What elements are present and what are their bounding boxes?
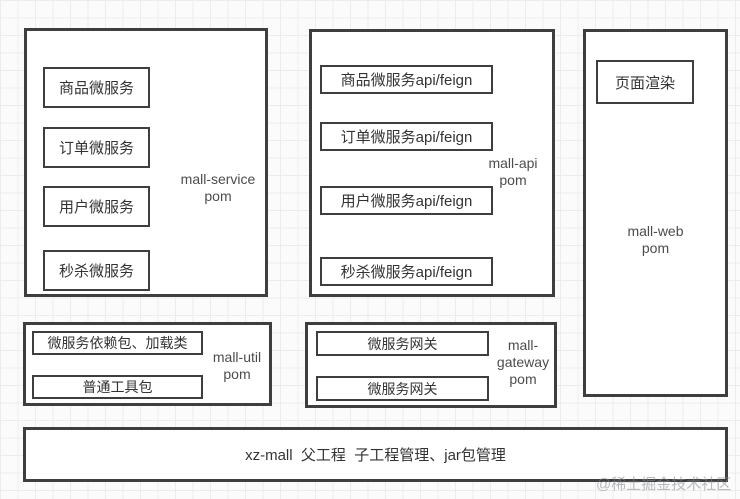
- node-page-render: 页面渲染: [596, 60, 694, 104]
- group-mall-api: 商品微服务api/feign 订单微服务api/feign 用户微服务api/f…: [309, 29, 555, 297]
- label-mall-api-pom: mall-api pom: [488, 155, 538, 188]
- node-user-api-feign: 用户微服务api/feign: [320, 186, 493, 215]
- node-common-util-package: 普通工具包: [32, 375, 203, 399]
- parent-project-text: xz-mall 父工程 子工程管理、jar包管理: [245, 447, 506, 464]
- group-mall-service: 商品微服务 订单微服务 用户微服务 秒杀微服务 mall-service pom: [24, 28, 268, 297]
- node-product-service: 商品微服务: [43, 67, 150, 108]
- label-mall-gateway-pom: mall- gateway pom: [496, 337, 550, 387]
- watermark-juejin-community: @稀土掘金技术社区: [596, 476, 732, 493]
- label-mall-util-pom: mall-util pom: [212, 349, 262, 382]
- group-mall-util: 微服务依赖包、加载类 普通工具包 mall-util pom: [23, 322, 272, 406]
- node-service-dependency-package: 微服务依赖包、加载类: [32, 331, 203, 355]
- group-mall-web: 页面渲染 mall-web pom: [583, 29, 728, 397]
- label-mall-service-pom: mall-service pom: [180, 171, 256, 204]
- group-mall-gateway: 微服务网关 微服务网关 mall- gateway pom: [305, 322, 557, 408]
- node-seckill-api-feign: 秒杀微服务api/feign: [320, 257, 493, 286]
- label-mall-web-pom: mall-web pom: [627, 223, 684, 256]
- node-order-service: 订单微服务: [43, 127, 150, 168]
- node-user-service: 用户微服务: [43, 186, 150, 227]
- node-seckill-service: 秒杀微服务: [43, 250, 150, 291]
- node-parent-project-bar: xz-mall 父工程 子工程管理、jar包管理: [23, 427, 728, 482]
- node-gateway-1: 微服务网关: [316, 331, 489, 356]
- node-product-api-feign: 商品微服务api/feign: [320, 65, 493, 94]
- node-gateway-2: 微服务网关: [316, 376, 489, 401]
- node-order-api-feign: 订单微服务api/feign: [320, 122, 493, 151]
